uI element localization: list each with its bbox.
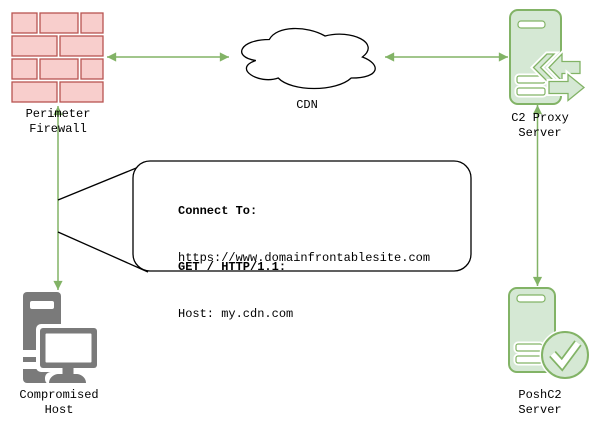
proxy-server-icon: [509, 9, 588, 106]
proxy-arrows-icon: [529, 47, 588, 106]
callout-bubble: [57, 160, 472, 273]
callout-connect-to: Connect To:: [178, 204, 258, 218]
callout-get-request: GET / HTTP/1.1:: [178, 260, 287, 274]
callout-url: https://www.domainfrontablesite.com: [178, 250, 431, 265]
cloud-icon: [241, 27, 376, 90]
checkmark-badge-icon: [539, 329, 591, 381]
brick-wall-icon: [11, 12, 104, 103]
callout-request-block: GET / HTTP/1.1: Host: my.cdn.com: [178, 229, 293, 353]
label-compromised-host: Compromised Host: [19, 388, 99, 417]
server-checkmark-icon: [508, 287, 591, 381]
label-c2-proxy-server: C2 Proxy Server: [511, 111, 569, 140]
callout-connect-block: Connect To: https://www.domainfrontables…: [178, 173, 430, 297]
label-poshc2-server: PoshC2 Server: [518, 388, 562, 417]
label-perimeter-firewall: Perimeter Firewall: [25, 107, 91, 136]
callout-host-header: Host: my.cdn.com: [178, 306, 294, 321]
desktop-pc-icon: [23, 292, 101, 385]
label-cdn: CDN: [296, 98, 318, 112]
